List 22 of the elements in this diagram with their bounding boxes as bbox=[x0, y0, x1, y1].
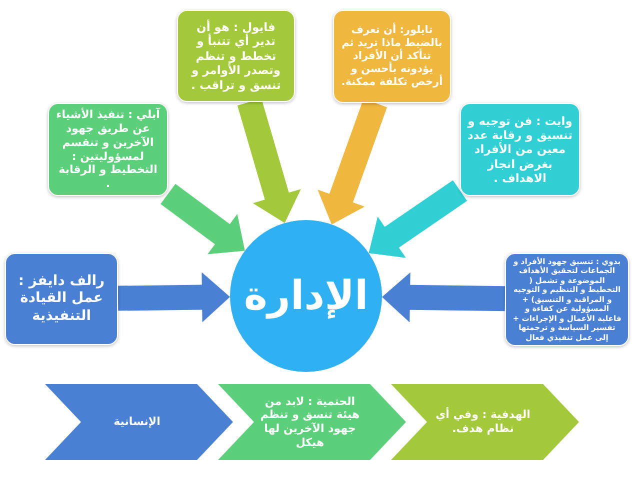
definition-box bbox=[460, 103, 580, 196]
definition-box bbox=[5, 253, 118, 345]
definition-box bbox=[505, 253, 629, 346]
block-arrow bbox=[160, 184, 245, 254]
title-text: الإدارة bbox=[244, 272, 368, 320]
definition-text: الهدفية : وفي أي نظام هدف. bbox=[434, 408, 532, 436]
definition-text: تايلور: أن تعرف بالضبط ماذا تريد ثم تتأكد أن الأفراد يؤدونه بأحسن و أرخص تكلفة ممكنة. bbox=[340, 24, 444, 90]
definition-box bbox=[333, 10, 451, 103]
definition-text: الإنسانية bbox=[114, 415, 160, 429]
chevron-shape bbox=[391, 384, 579, 460]
definition-box bbox=[177, 10, 295, 102]
chevron-shape bbox=[218, 384, 406, 460]
block-arrow bbox=[382, 272, 506, 322]
chevron-shape bbox=[45, 384, 233, 460]
definition-text: وايت : فن توجيه و تنسيق و رقابة عدد معين من الأفراد بغرض انجاز الاهداف . bbox=[467, 114, 573, 186]
definition-text: آبلي : تنفيذ الأشياء عن طريق جهود الآخرين و تنقسم لمسؤوليتين : التخطيط و الرقابة . bbox=[55, 108, 161, 191]
definition-text: رالف دايفز : عمل القيادة التنفيذية bbox=[17, 272, 106, 326]
block-arrow bbox=[118, 272, 230, 322]
definition-box bbox=[48, 103, 168, 196]
definition-text: فايول : هو أن تدير أي تتنبأ و تخطط و تنظم وتصدر الأوامر و تنسق و تراقب . bbox=[190, 20, 282, 92]
block-arrow bbox=[368, 180, 468, 258]
definition-text: الحتمية : لابد من هيئة تنسق و تنظم جهود الآخرين لها هيكل bbox=[260, 394, 360, 450]
